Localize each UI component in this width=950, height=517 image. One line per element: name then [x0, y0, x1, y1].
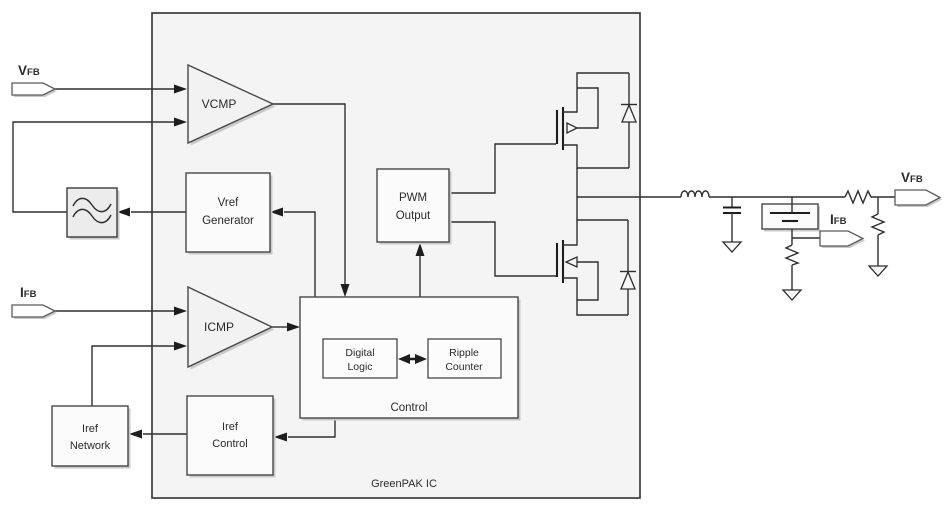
vfb-input-port: VFB	[11, 63, 57, 97]
svg-text:Network: Network	[70, 440, 111, 452]
battery-sense-block	[761, 197, 820, 245]
svg-text:Counter: Counter	[445, 361, 483, 373]
icmp-comparator: ICMP	[187, 285, 275, 370]
high-side-mosfet	[555, 72, 629, 197]
svg-text:Iref: Iref	[222, 421, 239, 433]
output-capacitor	[721, 197, 743, 253]
feedback-resistor-bottom	[867, 197, 889, 277]
ground-symbol	[867, 265, 889, 277]
vfb-input-label: VFB	[18, 63, 40, 78]
pwm-output-block: PWM Output	[376, 168, 452, 245]
arrowheads	[117, 84, 425, 442]
svg-text:Vref: Vref	[218, 197, 239, 209]
iref-network-block: Iref Network	[51, 405, 131, 469]
vcmp-comparator: VCMP	[187, 63, 276, 146]
control-label: Control	[390, 402, 427, 414]
ground-symbol	[781, 289, 803, 301]
high-side-diode	[621, 73, 637, 168]
svg-text:Generator: Generator	[202, 215, 254, 227]
ifb-input-port: IFB	[11, 285, 57, 319]
svg-text:Ripple: Ripple	[449, 347, 479, 359]
vfb-output-label: VFB	[901, 170, 923, 185]
low-side-diode	[620, 220, 636, 315]
greenpak-ic-label: GreenPAK IC	[371, 478, 437, 490]
vref-generator-block: Vref Generator	[185, 172, 273, 255]
ground-symbol	[721, 241, 743, 253]
ifb-output-port: IFB	[819, 212, 865, 248]
wave-icon	[72, 197, 112, 224]
vfb-output-port: VFB	[894, 170, 942, 207]
bidirectional-arrow	[398, 354, 427, 364]
ifb-output-label: IFB	[830, 212, 847, 227]
control-block: Control Digital Logic Ripple Counter	[299, 296, 521, 421]
ifb-input-label: IFB	[20, 285, 37, 300]
svg-text:Control: Control	[212, 438, 247, 450]
svg-text:PWM: PWM	[399, 192, 427, 204]
ripple-counter-block: Ripple Counter	[427, 338, 502, 379]
digital-logic-block: Digital Logic	[322, 338, 398, 379]
vcmp-label: VCMP	[202, 97, 237, 111]
inductor	[680, 190, 710, 198]
svg-text:Output: Output	[396, 210, 431, 222]
low-side-mosfet	[555, 197, 628, 316]
icmp-label: ICMP	[204, 320, 234, 334]
ifb-sense-resistor	[781, 244, 803, 301]
wires	[12, 88, 895, 438]
svg-text:Iref: Iref	[82, 423, 99, 435]
feedback-resistor-top	[844, 189, 872, 205]
filter-block	[66, 187, 120, 240]
svg-text:Logic: Logic	[347, 361, 372, 373]
svg-text:Digital: Digital	[345, 347, 374, 359]
iref-control-block: Iref Control	[186, 395, 276, 478]
